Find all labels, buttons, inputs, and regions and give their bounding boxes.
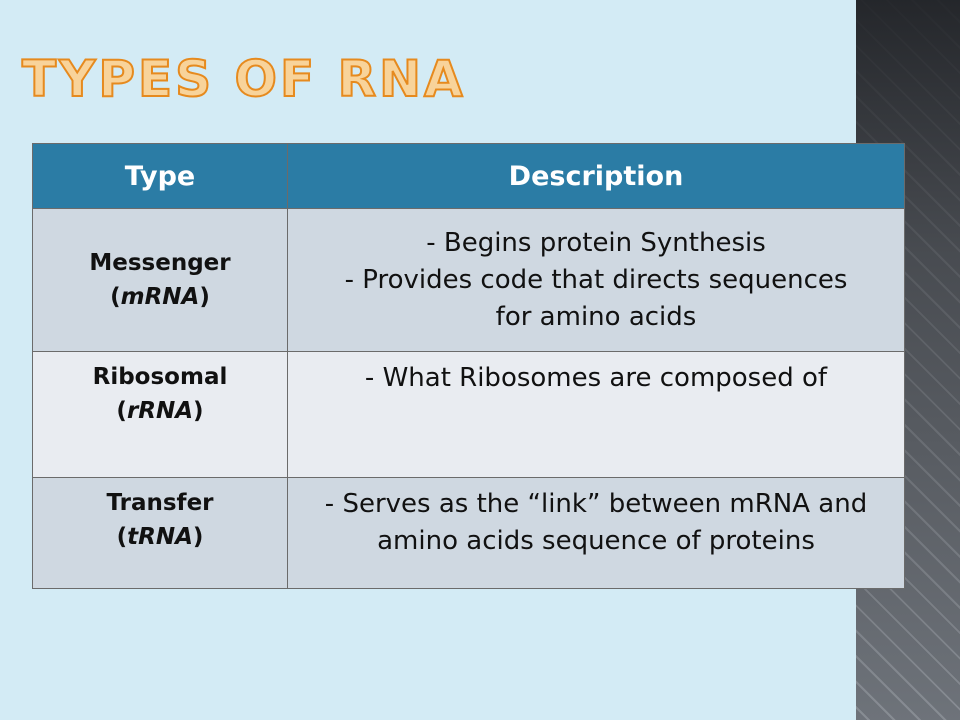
description-line: - Begins protein Synthesis [426,227,766,258]
type-abbreviation: (tRNA) [116,524,204,550]
description-line: - What Ribosomes are composed of [364,363,828,393]
table-row: Transfer (tRNA) - Serves as the “link” b… [32,477,905,589]
header-type: Type [32,143,288,209]
type-cell: Messenger (mRNA) [32,208,288,352]
type-cell: Ribosomal (rRNA) [32,351,288,478]
rna-types-table: Type Description Messenger (mRNA) - Begi… [32,143,905,589]
type-abbreviation: (rRNA) [116,398,204,424]
type-name: Ribosomal [92,364,228,390]
slide-title: Types of RNA [21,50,466,108]
table-row: Messenger (mRNA) - Begins protein Synthe… [32,208,905,352]
description-cell: - What Ribosomes are composed of [287,351,905,478]
description-cell: - Begins protein Synthesis - Provides co… [287,208,905,352]
description-line: - Serves as the “link” between mRNA and [324,489,868,519]
header-description: Description [287,143,905,209]
description-line: for amino acids [495,301,697,332]
table-header-row: Type Description [32,143,905,209]
decorative-side-panel [856,0,960,720]
type-cell: Transfer (tRNA) [32,477,288,589]
description-line: amino acids sequence of proteins [377,526,815,556]
table-row: Ribosomal (rRNA) - What Ribosomes are co… [32,351,905,478]
description-cell: - Serves as the “link” between mRNA and … [287,477,905,589]
type-name: Transfer [106,490,214,516]
description-line: - Provides code that directs sequences [344,264,848,295]
type-abbreviation: (mRNA) [110,284,210,310]
type-name: Messenger [89,250,231,276]
